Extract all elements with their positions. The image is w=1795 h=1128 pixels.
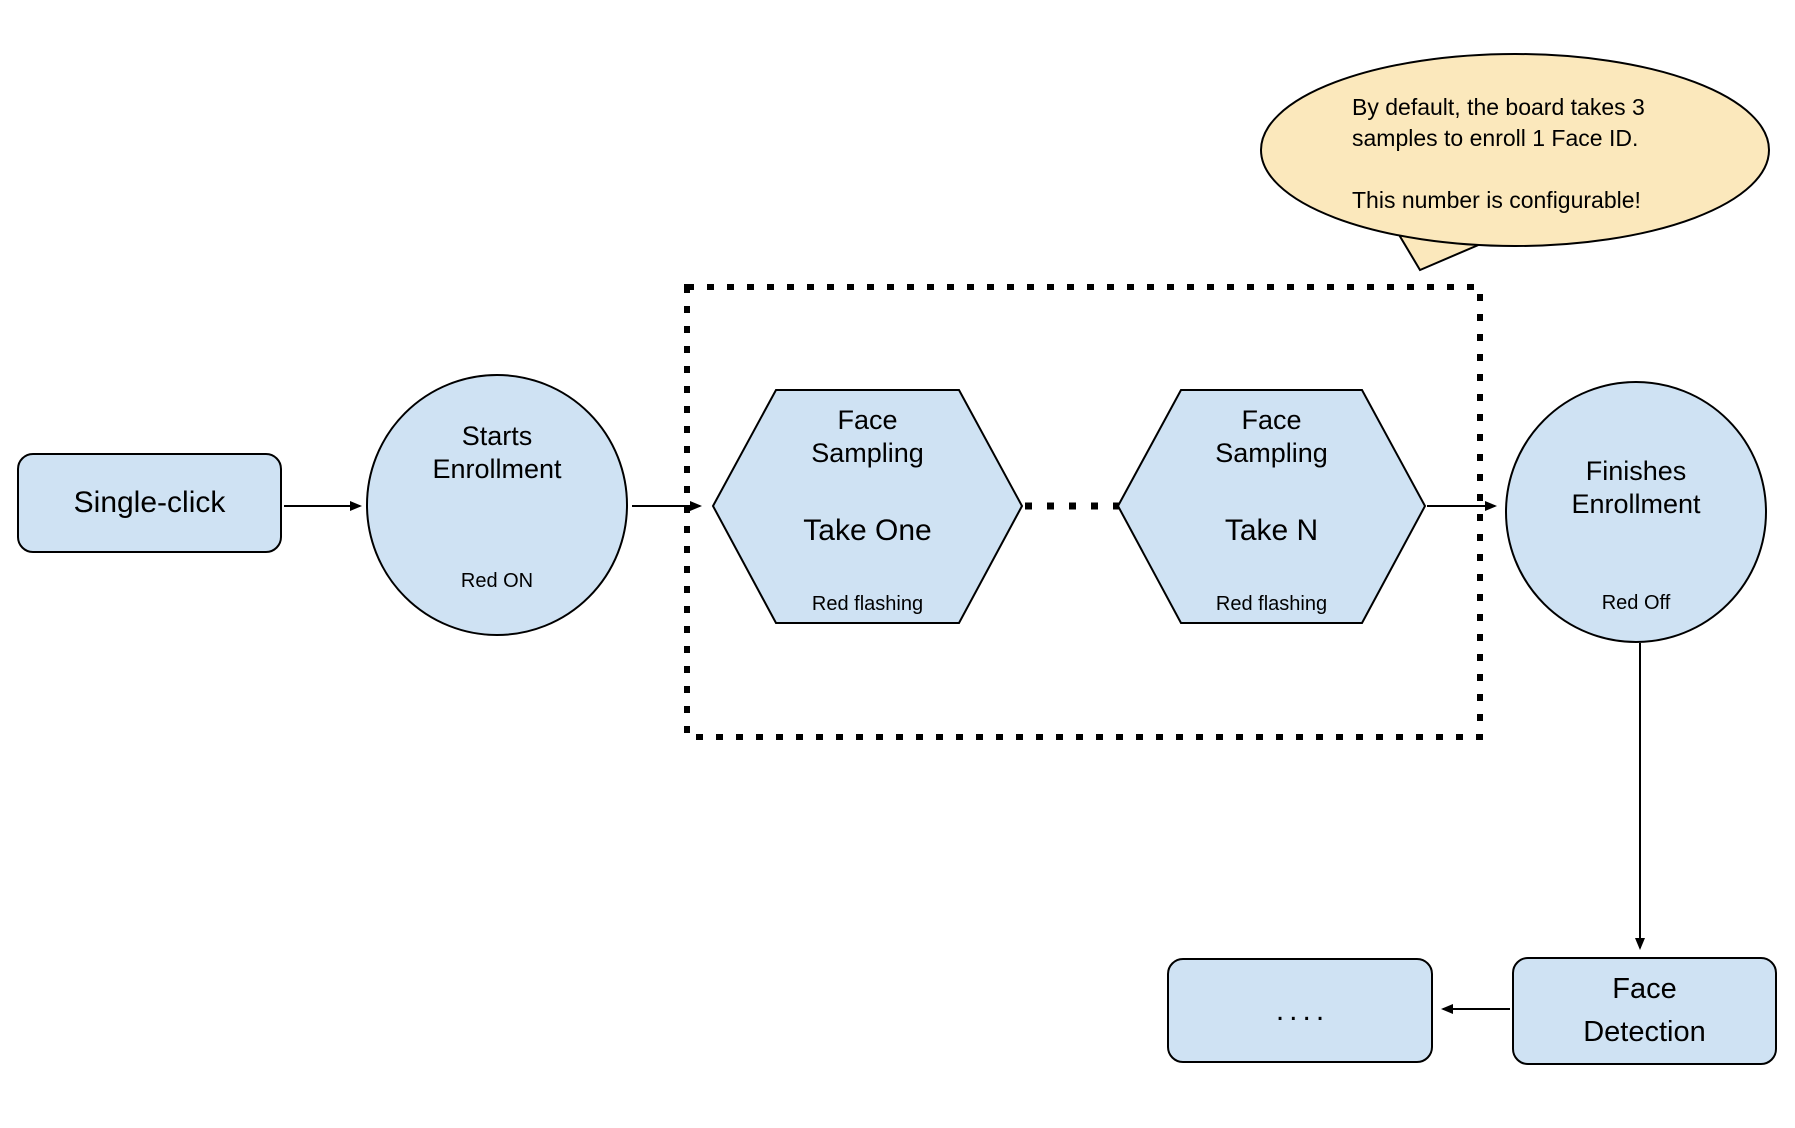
starts-enrollment-title-line1: Starts bbox=[461, 421, 533, 451]
face-sampling-one-title-line2: Sampling bbox=[811, 438, 924, 468]
finishes-enrollment-title-line2: Enrollment bbox=[1571, 489, 1701, 519]
face-sampling-one-status: Red flashing bbox=[811, 593, 924, 615]
starts-enrollment-title-line2: Enrollment bbox=[432, 454, 562, 484]
starts-enrollment-status: Red ON bbox=[460, 570, 534, 592]
finishes-enrollment-node: Finishes Enrollment Red Off bbox=[1505, 381, 1767, 643]
face-sampling-one-hexagon bbox=[711, 389, 1024, 624]
callout-text: By default, the board takes 3 samples to… bbox=[1352, 92, 1692, 216]
face-detection-label-line2: Detection bbox=[1583, 1016, 1706, 1048]
face-detection-label-line1: Face bbox=[1612, 973, 1677, 1005]
starts-enrollment-title: Starts Enrollment bbox=[368, 420, 626, 486]
finishes-enrollment-title: Finishes Enrollment bbox=[1507, 455, 1765, 521]
callout-text-line1: By default, the board takes 3 bbox=[1352, 94, 1645, 120]
face-detection-node: Face Detection bbox=[1512, 957, 1777, 1065]
face-sampling-one-step: Take One bbox=[803, 514, 932, 547]
finishes-enrollment-status: Red Off bbox=[1601, 592, 1671, 614]
callout-bubble bbox=[1260, 53, 1770, 247]
face-sampling-n-title-line1: Face bbox=[1241, 405, 1302, 435]
face-sampling-one-title: Face Sampling bbox=[713, 404, 1022, 470]
face-sampling-one-title-line1: Face bbox=[837, 405, 898, 435]
single-click-node: Single-click bbox=[17, 453, 282, 553]
face-sampling-n-title-line2: Sampling bbox=[1215, 438, 1328, 468]
single-click-label: Single-click bbox=[73, 486, 226, 519]
face-detection-label: Face Detection bbox=[1583, 968, 1706, 1054]
face-sampling-n-title: Face Sampling bbox=[1118, 404, 1425, 470]
sampling-loop-dotted-border bbox=[684, 284, 1483, 740]
starts-enrollment-node: Starts Enrollment Red ON bbox=[366, 374, 628, 636]
face-sampling-n-step: Take N bbox=[1224, 514, 1319, 547]
callout-text-line2: samples to enroll 1 Face ID. bbox=[1352, 125, 1639, 151]
face-sampling-n-status: Red flashing bbox=[1215, 593, 1328, 615]
face-sampling-n-hexagon bbox=[1116, 389, 1427, 624]
continuation-node: .... bbox=[1167, 958, 1433, 1063]
face-sampling-one-content: Face Sampling Take One Red flashing bbox=[713, 390, 1022, 623]
finishes-enrollment-title-line1: Finishes bbox=[1585, 456, 1687, 486]
continuation-label: .... bbox=[1275, 993, 1330, 1027]
face-sampling-n-content: Face Sampling Take N Red flashing bbox=[1118, 390, 1425, 623]
callout-text-line3: This number is configurable! bbox=[1352, 187, 1641, 213]
